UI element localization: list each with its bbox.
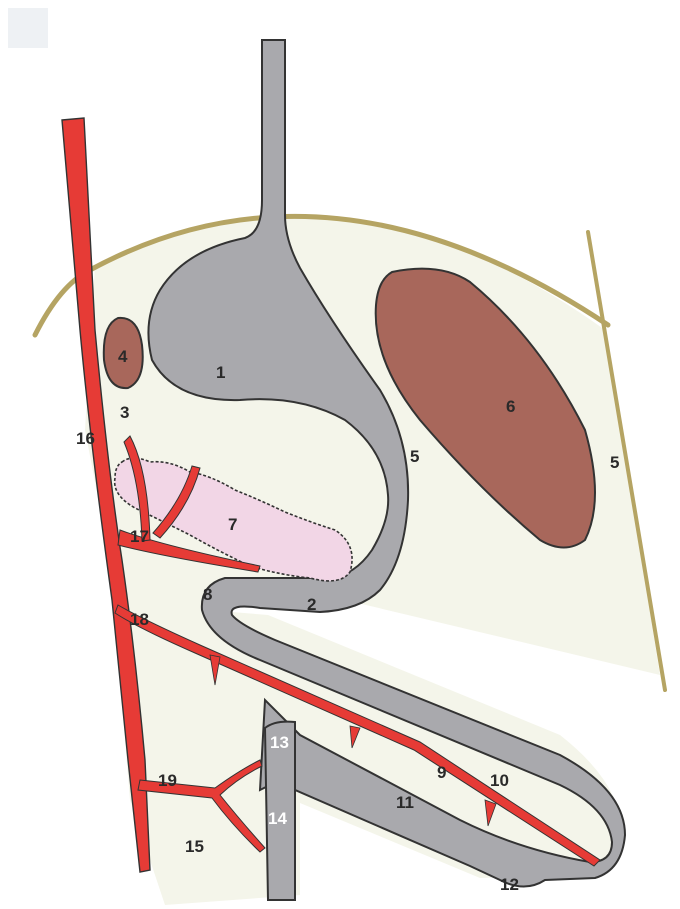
label-12: 12 [500, 875, 519, 894]
label-10: 10 [490, 771, 509, 790]
label-19: 19 [158, 771, 177, 790]
label-8: 8 [203, 585, 212, 604]
label-6: 6 [506, 397, 515, 416]
label-9: 9 [437, 763, 446, 782]
label-14: 14 [268, 809, 287, 828]
label-5a: 5 [410, 447, 419, 466]
label-4: 4 [118, 347, 128, 366]
label-2: 2 [307, 595, 316, 614]
label-7: 7 [228, 515, 237, 534]
label-16: 16 [76, 429, 95, 448]
label-3: 3 [120, 403, 129, 422]
label-18: 18 [130, 610, 149, 629]
label-15: 15 [185, 837, 204, 856]
label-13: 13 [270, 733, 289, 752]
label-5b: 5 [610, 453, 619, 472]
label-1: 1 [216, 363, 225, 382]
label-11: 11 [396, 793, 414, 812]
label-17: 17 [130, 527, 149, 546]
